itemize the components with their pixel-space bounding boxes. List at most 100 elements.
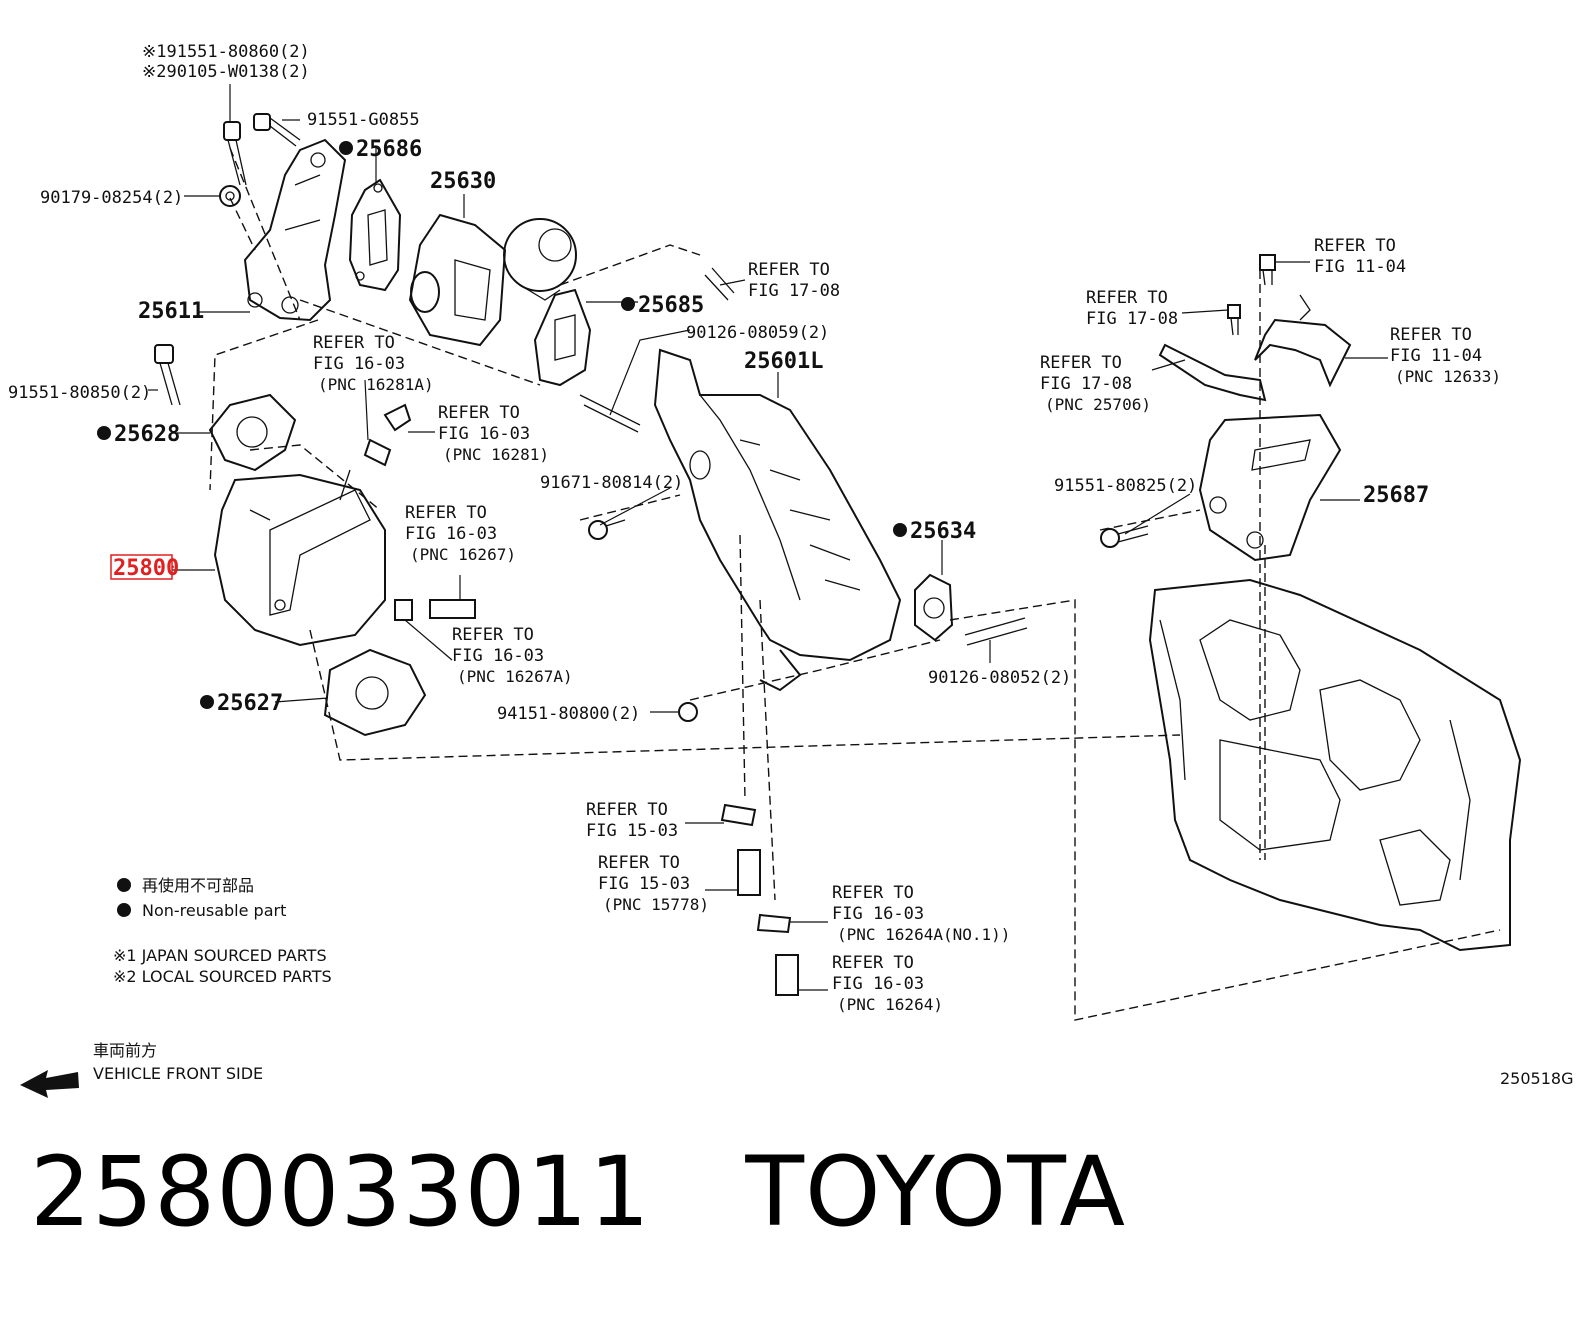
- svg-text:REFER TO: REFER TO: [452, 625, 534, 645]
- highlight-box-25800: [110, 554, 173, 580]
- refer-to-fig-11-04-pnc-12633: REFER TO FIG 11-04 (PNC 12633): [1390, 325, 1501, 386]
- arrow-left-icon: [20, 1070, 79, 1098]
- nonreusable-dot: [621, 297, 635, 311]
- svg-text:(PNC 15778): (PNC 15778): [603, 895, 709, 914]
- nonreusable-dot: [893, 523, 907, 537]
- refer-to-fig-16-03-pnc-16281: REFER TO FIG 16-03 (PNC 16281): [438, 403, 549, 464]
- refer-to-fig-17-08-mid: REFER TO FIG 17-08: [1086, 288, 1178, 329]
- brand-name: TOYOTA: [745, 1136, 1127, 1248]
- svg-text:FIG 17-08: FIG 17-08: [1086, 309, 1178, 329]
- bolt-91551-80825: [1100, 525, 1149, 548]
- svg-text:(PNC 16281): (PNC 16281): [443, 445, 549, 464]
- label-90105-w0138: ※290105-W0138(2): [142, 62, 310, 82]
- svg-text:FIG 11-04: FIG 11-04: [1390, 346, 1482, 366]
- bolt-91671-80814: [588, 519, 626, 540]
- svg-text:FIG 16-03: FIG 16-03: [452, 646, 544, 666]
- leader-lines: [148, 84, 1388, 991]
- nonreusable-dot: [339, 141, 353, 155]
- clamps-and-hoses: [363, 267, 799, 996]
- refer-to-fig-16-03-pnc-16267a: REFER TO FIG 16-03 (PNC 16267A): [452, 625, 573, 686]
- engine-block: [1148, 578, 1522, 952]
- svg-text:REFER TO: REFER TO: [598, 853, 680, 873]
- svg-text:FIG 16-03: FIG 16-03: [313, 354, 405, 374]
- svg-text:(PNC 25706): (PNC 25706): [1045, 395, 1151, 414]
- nonreusable-dot: [97, 426, 111, 440]
- label-25634: 25634: [910, 519, 976, 544]
- part-25611-flange: [243, 138, 347, 322]
- part-25630-body: [408, 213, 507, 347]
- svg-text:(PNC 16267): (PNC 16267): [410, 545, 516, 564]
- label-91551-g0855: 91551-G0855: [307, 110, 420, 130]
- part-25800-egr-assembly: [213, 469, 386, 647]
- part-25601l-cooler: [653, 348, 902, 692]
- part-egr-valve: [503, 218, 577, 301]
- refer-to-fig-17-08-pnc-25706: REFER TO FIG 17-08 (PNC 25706): [1040, 353, 1151, 414]
- label-90126-08059: 90126-08059(2): [686, 323, 829, 343]
- svg-text:FIG 17-08: FIG 17-08: [748, 281, 840, 301]
- svg-text:FIG 16-03: FIG 16-03: [438, 424, 530, 444]
- svg-text:FIG 16-03: FIG 16-03: [832, 974, 924, 994]
- label-25630: 25630: [430, 169, 496, 194]
- assembly-dash-lines: [209, 147, 1501, 1021]
- nut-94151-80800: [678, 702, 698, 722]
- label-25685: 25685: [638, 293, 704, 318]
- stud-90126-08059: [579, 394, 641, 433]
- refer-to-fig-16-03-pnc-16267: REFER TO FIG 16-03 (PNC 16267): [405, 503, 516, 564]
- legend-nonreusable-jp: 再使用不可部品: [142, 876, 254, 895]
- svg-text:FIG 16-03: FIG 16-03: [832, 904, 924, 924]
- label-25601l: 25601L: [744, 349, 823, 374]
- refer-to-fig-16-03-pnc-16264a: REFER TO FIG 16-03 (PNC 16264A(NO.1)): [832, 883, 1010, 944]
- bolt-91551-80850: [154, 344, 181, 406]
- legend-note-2: ※2 LOCAL SOURCED PARTS: [113, 967, 332, 986]
- label-90126-08052: 90126-08052(2): [928, 668, 1071, 688]
- bolt-91551-80860: [223, 121, 247, 186]
- label-25611: 25611: [138, 299, 204, 324]
- svg-text:REFER TO: REFER TO: [832, 953, 914, 973]
- svg-text:(PNC 16264): (PNC 16264): [837, 995, 943, 1014]
- refer-to-fig-16-03-pnc-16264: REFER TO FIG 16-03 (PNC 16264): [832, 953, 943, 1014]
- legend-dot-icon: [117, 903, 131, 917]
- refer-to-fig-15-03-pnc-15778: REFER TO FIG 15-03 (PNC 15778): [598, 853, 709, 914]
- svg-text:(PNC 16267A): (PNC 16267A): [457, 667, 573, 686]
- svg-text:REFER TO: REFER TO: [586, 800, 668, 820]
- refer-to-fig-16-03-pnc-16281a: REFER TO FIG 16-03 (PNC 16281A): [313, 333, 434, 394]
- nut-90179-08254: [219, 185, 241, 207]
- label-25627: 25627: [217, 691, 283, 716]
- vehicle-front-direction: 車両前方 VEHICLE FRONT SIDE: [93, 1041, 263, 1083]
- refer-to-fig-17-08-top: REFER TO FIG 17-08: [748, 260, 840, 301]
- legend: 再使用不可部品 Non-reusable part ※1 JAPAN SOURC…: [113, 876, 332, 986]
- part-25685-gasket: [533, 288, 592, 387]
- label-25686: 25686: [356, 137, 422, 162]
- part-title: 2580033011 TOYOTA: [30, 1136, 1126, 1248]
- svg-text:(PNC 16281A): (PNC 16281A): [318, 375, 434, 394]
- label-25687: 25687: [1363, 483, 1429, 508]
- svg-text:REFER TO: REFER TO: [1040, 353, 1122, 373]
- refer-to-fig-15-03-a: REFER TO FIG 15-03: [586, 800, 678, 841]
- svg-text:(PNC 16264A(NO.1)): (PNC 16264A(NO.1)): [837, 925, 1010, 944]
- label-90179-08254: 90179-08254(2): [40, 188, 183, 208]
- svg-text:REFER TO: REFER TO: [438, 403, 520, 423]
- refer-to-fig-11-04-top: REFER TO FIG 11-04: [1314, 236, 1406, 277]
- bolt-91551-g0855: [253, 113, 301, 147]
- upper-right-brackets: [1158, 254, 1352, 402]
- svg-text:FIG 17-08: FIG 17-08: [1040, 374, 1132, 394]
- part-25687-bracket: [1198, 413, 1342, 562]
- nonreusable-dot: [200, 695, 214, 709]
- stud-90126-08052: [964, 617, 1028, 646]
- svg-text:FIG 15-03: FIG 15-03: [586, 821, 678, 841]
- part-25686-gasket: [348, 178, 402, 292]
- label-91551-80860: ※191551-80860(2): [142, 42, 310, 62]
- label-25628: 25628: [114, 422, 180, 447]
- label-91551-80825: 91551-80825(2): [1054, 476, 1197, 496]
- refer-to-callouts: REFER TO FIG 17-08 REFER TO FIG 16-03 (P…: [313, 236, 1501, 1014]
- svg-text:REFER TO: REFER TO: [313, 333, 395, 353]
- part-25628-gasket: [208, 393, 297, 472]
- svg-text:FIG 11-04: FIG 11-04: [1314, 257, 1406, 277]
- svg-text:REFER TO: REFER TO: [1086, 288, 1168, 308]
- svg-text:REFER TO: REFER TO: [1314, 236, 1396, 256]
- label-25800: 25800: [113, 556, 179, 581]
- legend-nonreusable-en: Non-reusable part: [142, 901, 286, 920]
- legend-dot-icon: [117, 878, 131, 892]
- part-25627-gasket: [323, 648, 427, 737]
